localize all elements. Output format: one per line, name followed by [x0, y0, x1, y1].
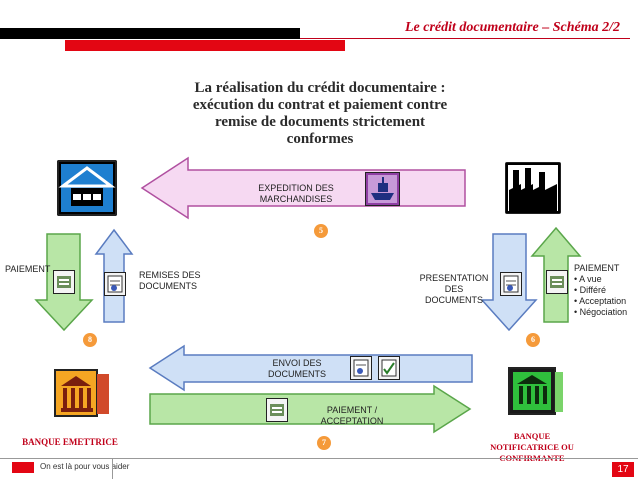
list-item-text: Différé: [579, 285, 607, 295]
footer-separator: [112, 458, 113, 479]
label-line: BANQUE: [513, 431, 551, 441]
label-line: PAIEMENT /: [326, 405, 378, 415]
label-line: DES: [444, 284, 464, 294]
paiement-acceptation-arrow: [149, 384, 472, 434]
paiement-right-label: PAIEMENT • A vue • Différé • Acceptation…: [574, 263, 627, 318]
page-number: 17: [612, 462, 634, 477]
label-line: PRESENTATION: [419, 273, 489, 283]
document-icon: [104, 272, 126, 296]
list-item: • A vue: [574, 274, 602, 284]
ship-icon: [365, 172, 400, 206]
step-badge-6: 6: [526, 333, 540, 347]
expedition-label: EXPEDITION DES MARCHANDISES: [256, 183, 336, 205]
factory-icon: [505, 162, 561, 214]
main-title-line: exécution du contrat et paiement contre: [192, 97, 448, 113]
bank-right-label: BANQUE NOTIFICATRICE OU CONFIRMANTE: [482, 431, 582, 464]
paiement-left-label: PAIEMENT: [5, 264, 51, 274]
list-item-text: Négociation: [579, 307, 628, 317]
envoi-label: ENVOI DES DOCUMENTS: [262, 358, 332, 380]
main-title-line: conformes: [286, 131, 354, 147]
remises-label: REMISES DES DOCUMENTS: [139, 270, 201, 292]
list-item-text: A vue: [579, 274, 602, 284]
presentation-label: PRESENTATION DES DOCUMENTS: [418, 273, 490, 306]
warehouse-icon: [57, 160, 117, 216]
header-rule: [300, 38, 630, 39]
money-icon: [546, 270, 568, 294]
header-title: Le crédit documentaire – Schéma 2/2: [404, 20, 620, 35]
label-line: DOCUMENTS: [139, 281, 197, 291]
step-badge-7: 7: [317, 436, 331, 450]
label-line: DOCUMENTS: [425, 295, 483, 305]
list-item: • Négociation: [574, 307, 628, 317]
document-icon: [500, 272, 522, 296]
label-line: EXPEDITION DES: [258, 183, 334, 193]
list-item-text: Acceptation: [579, 296, 627, 306]
document-icon: [350, 356, 372, 380]
label-line: REMISES DES: [139, 270, 201, 280]
main-title: La réalisation du crédit documentaire : …: [155, 80, 485, 148]
label-line: NOTIFICATRICE OU: [490, 442, 574, 452]
label-line: PAIEMENT: [574, 263, 620, 273]
footer-slogan: On est là pour vous aider: [40, 462, 130, 471]
label-line: MARCHANDISES: [259, 194, 333, 204]
bank-left-icon: [53, 368, 111, 418]
list-item: • Acceptation: [574, 296, 627, 306]
label-line: DOCUMENTS: [268, 369, 326, 379]
label-line: ENVOI DES: [272, 358, 322, 368]
header-bar-red: [65, 40, 345, 51]
main-title-line: remise de documents strictement: [214, 114, 426, 130]
document-icon: [378, 356, 400, 380]
step-badge-8: 8: [83, 333, 97, 347]
list-item: • Différé: [574, 285, 607, 295]
label-line: ACCEPTATION: [320, 416, 384, 426]
footer-rule: [0, 458, 638, 459]
money-icon: [266, 398, 288, 422]
brand-logo: [12, 462, 34, 473]
header-bar-black: [0, 28, 300, 39]
money-icon: [53, 270, 75, 294]
step-badge-5: 5: [314, 224, 328, 238]
paiement-acceptation-label: PAIEMENT / ACCEPTATION: [310, 405, 394, 427]
bank-left-label: BANQUE EMETTRICE: [22, 437, 118, 447]
bank-right-icon: [507, 366, 565, 416]
main-title-line: La réalisation du crédit documentaire :: [194, 80, 446, 96]
